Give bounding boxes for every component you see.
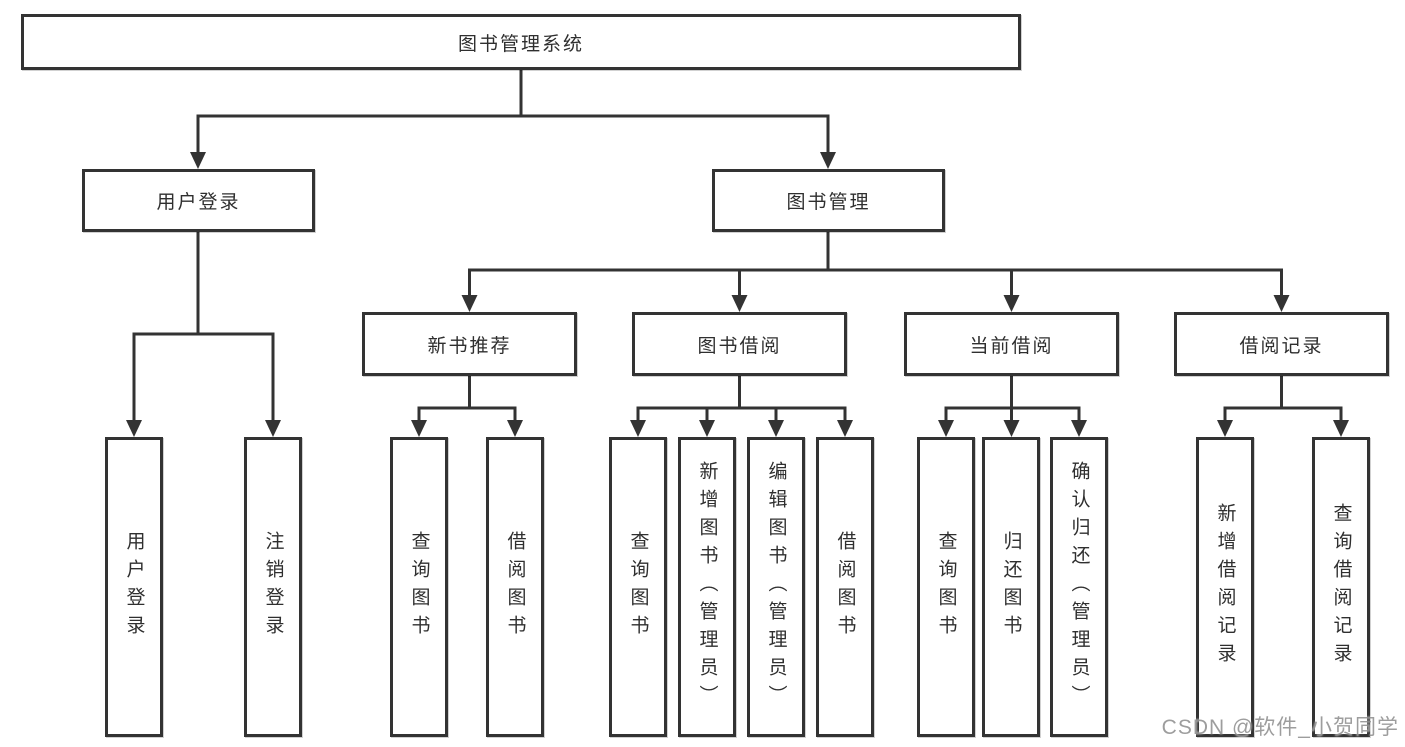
leaf-user-login: 用户登录 xyxy=(105,437,163,737)
arrow-down-icon xyxy=(630,420,646,437)
connector-newbook-leaves xyxy=(417,376,517,421)
arrow-down-icon xyxy=(820,152,836,169)
arrow-down-icon xyxy=(265,420,281,437)
leaf-edit-books-admin: 编辑图书（管理员） xyxy=(747,437,805,737)
arrowheads xyxy=(126,152,1349,437)
leaf-add-books-admin: 新增图书（管理员） xyxy=(678,437,736,737)
arrow-down-icon xyxy=(507,420,523,437)
arrow-down-icon xyxy=(461,295,478,312)
connector-bookmgmt-to-level3 xyxy=(468,232,1283,296)
node-user-login: 用户登录 xyxy=(82,169,315,232)
connector-records-leaves xyxy=(1223,376,1343,421)
arrow-down-icon xyxy=(1333,420,1349,437)
arrow-down-icon xyxy=(126,420,142,437)
leaf-logout: 注销登录 xyxy=(244,437,302,737)
node-book-borrowing: 图书借阅 xyxy=(632,312,847,376)
leaf-borrow-books-borrowing: 借阅图书 xyxy=(816,437,874,737)
arrow-down-icon xyxy=(731,295,748,312)
connector-currentborrow-leaves xyxy=(944,376,1081,421)
leaf-query-books-borrowing: 查询图书 xyxy=(609,437,667,737)
arrow-down-icon xyxy=(1003,420,1020,437)
node-borrowing-records: 借阅记录 xyxy=(1174,312,1389,376)
arrow-down-icon xyxy=(411,420,427,437)
node-current-borrowing: 当前借阅 xyxy=(904,312,1119,376)
csdn-watermark: CSDN @软件_小贺同学 xyxy=(1161,716,1399,739)
leaf-confirm-return-admin: 确认归还（管理员） xyxy=(1050,437,1108,737)
node-library-management-system: 图书管理系统 xyxy=(21,14,1021,70)
arrow-down-icon xyxy=(768,420,784,437)
leaf-add-borrow-record: 新增借阅记录 xyxy=(1196,437,1254,737)
arrow-down-icon xyxy=(837,420,853,437)
node-book-management: 图书管理 xyxy=(712,169,945,232)
arrow-down-icon xyxy=(1003,295,1020,312)
connector-root-to-level2 xyxy=(196,70,830,153)
leaf-return-books: 归还图书 xyxy=(982,437,1040,737)
arrow-down-icon xyxy=(1217,420,1233,437)
leaf-query-books-recommend: 查询图书 xyxy=(390,437,448,737)
leaf-query-borrow-record: 查询借阅记录 xyxy=(1312,437,1370,737)
leaf-borrow-books-recommend: 借阅图书 xyxy=(486,437,544,737)
arrow-down-icon xyxy=(699,420,715,437)
leaf-query-books-current: 查询图书 xyxy=(917,437,975,737)
arrow-down-icon xyxy=(1273,295,1290,312)
connector-userlogin-leaves xyxy=(132,232,275,421)
arrow-down-icon xyxy=(190,152,206,169)
arrow-down-icon xyxy=(938,420,954,437)
arrow-down-icon xyxy=(1071,420,1087,437)
connector-bookborrow-leaves xyxy=(636,376,847,421)
node-new-book-recommendation: 新书推荐 xyxy=(362,312,577,376)
